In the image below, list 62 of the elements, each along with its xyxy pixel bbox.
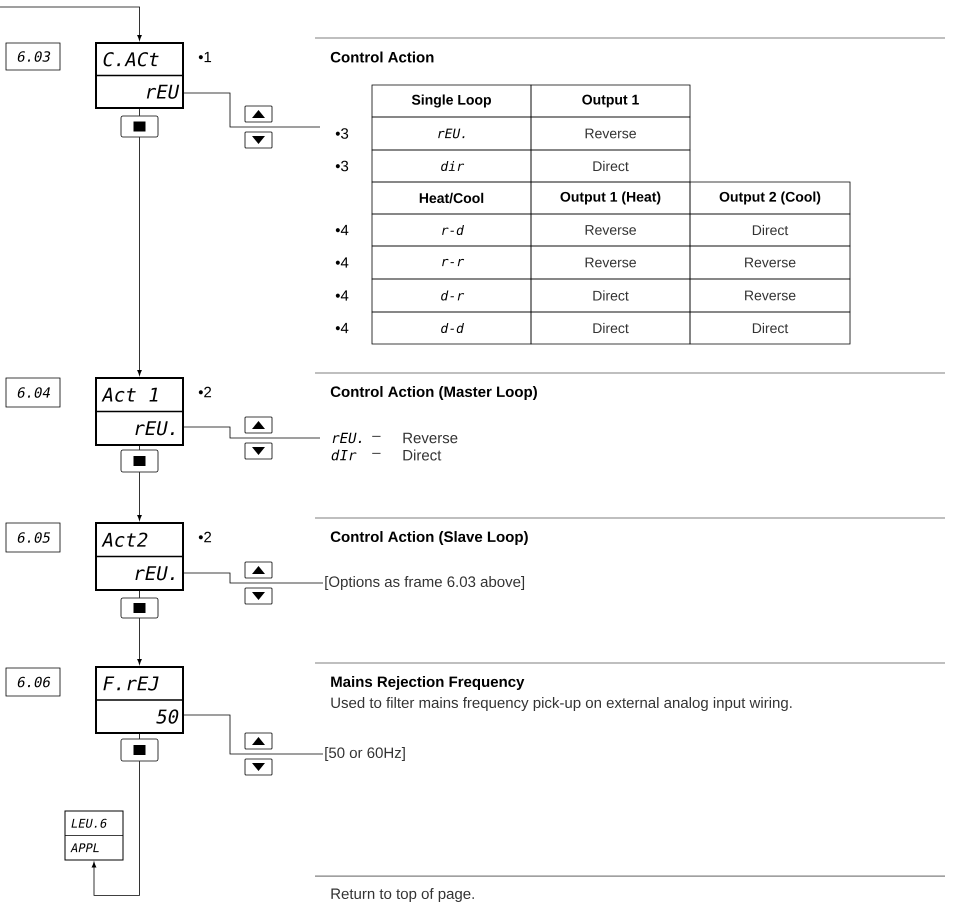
frame-number: 6.06 [6,668,60,696]
table-cell: d-d [372,312,532,344]
table-cell: Heat/Cool [372,182,532,214]
table-cell: Reverse [530,214,690,246]
footnote-marker: •1 [198,52,212,62]
display-panel: C.ACt rEU [95,42,184,109]
display-panel: Act 1 rEU. [95,377,184,446]
table-cell: Output 1 [530,84,690,118]
enter-key [120,116,158,138]
table-cell: Reverse [530,116,690,150]
dash: – [372,436,381,437]
arrow [92,761,140,896]
enter-key [120,598,158,618]
arrow [0,6,142,41]
table-cell: r-d [372,214,532,246]
footnote-marker: •4 [336,290,348,301]
enter-key [120,450,158,472]
table-cell: r-r [372,246,532,280]
frame-number: 6.04 [6,378,60,408]
section-heading: Control Action (Master Loop) [330,386,537,400]
table-cell: Reverse [690,278,850,312]
table-cell: Reverse [530,246,690,280]
footnote-marker: •2 [198,386,212,398]
arrow [137,618,142,665]
table-cell: Direct [530,312,690,344]
table-cell: d-r [372,278,532,312]
table-cell: Direct [690,312,850,344]
footnote-marker: •3 [336,160,348,172]
option-text: [50 or 60Hz] [325,747,405,761]
option-text: Reverse [403,432,458,444]
option-code: dIr [332,450,356,460]
option-text: [Options as frame 6.03 above] [325,576,524,590]
table-cell: Single Loop [372,84,532,118]
section-heading: Control Action (Slave Loop) [330,531,528,545]
frame-number: 6.05 [6,522,60,552]
table-cell: Direct [530,278,690,312]
display-panel: LEU.6 APPL [64,810,124,860]
table-cell: Output 2 (Cool) [690,182,850,214]
option-code: rEU. [332,432,361,444]
footnote-marker: •3 [336,128,348,139]
frame-number: 6.03 [6,42,60,70]
dash: – [372,452,381,454]
display-panel: Act2 rEU. [95,522,184,591]
table-cell: dir [372,150,532,182]
table-cell: rEU. [372,116,532,150]
note-text: Return to top of page. [331,888,474,902]
arrow [137,137,142,376]
section-heading: Mains Rejection Frequency [331,676,524,690]
table-cell: Output 1 (Heat) [530,182,690,214]
footnote-marker: •4 [336,224,348,236]
footnote-marker: •4 [336,257,348,268]
section-heading: Control Action [330,52,434,62]
table-cell: Reverse [690,246,850,280]
description-text: Used to filter mains frequency pick-up on external analog input wiring. [331,697,792,711]
arrow [137,472,142,521]
table-cell: Direct [530,150,690,182]
enter-key [120,738,158,762]
table-cell: Direct [690,214,850,246]
footnote-marker: •2 [198,532,212,542]
display-panel: F.rEJ 50 [95,666,184,734]
footnote-marker: •4 [336,322,348,334]
option-text: Direct [403,450,442,460]
